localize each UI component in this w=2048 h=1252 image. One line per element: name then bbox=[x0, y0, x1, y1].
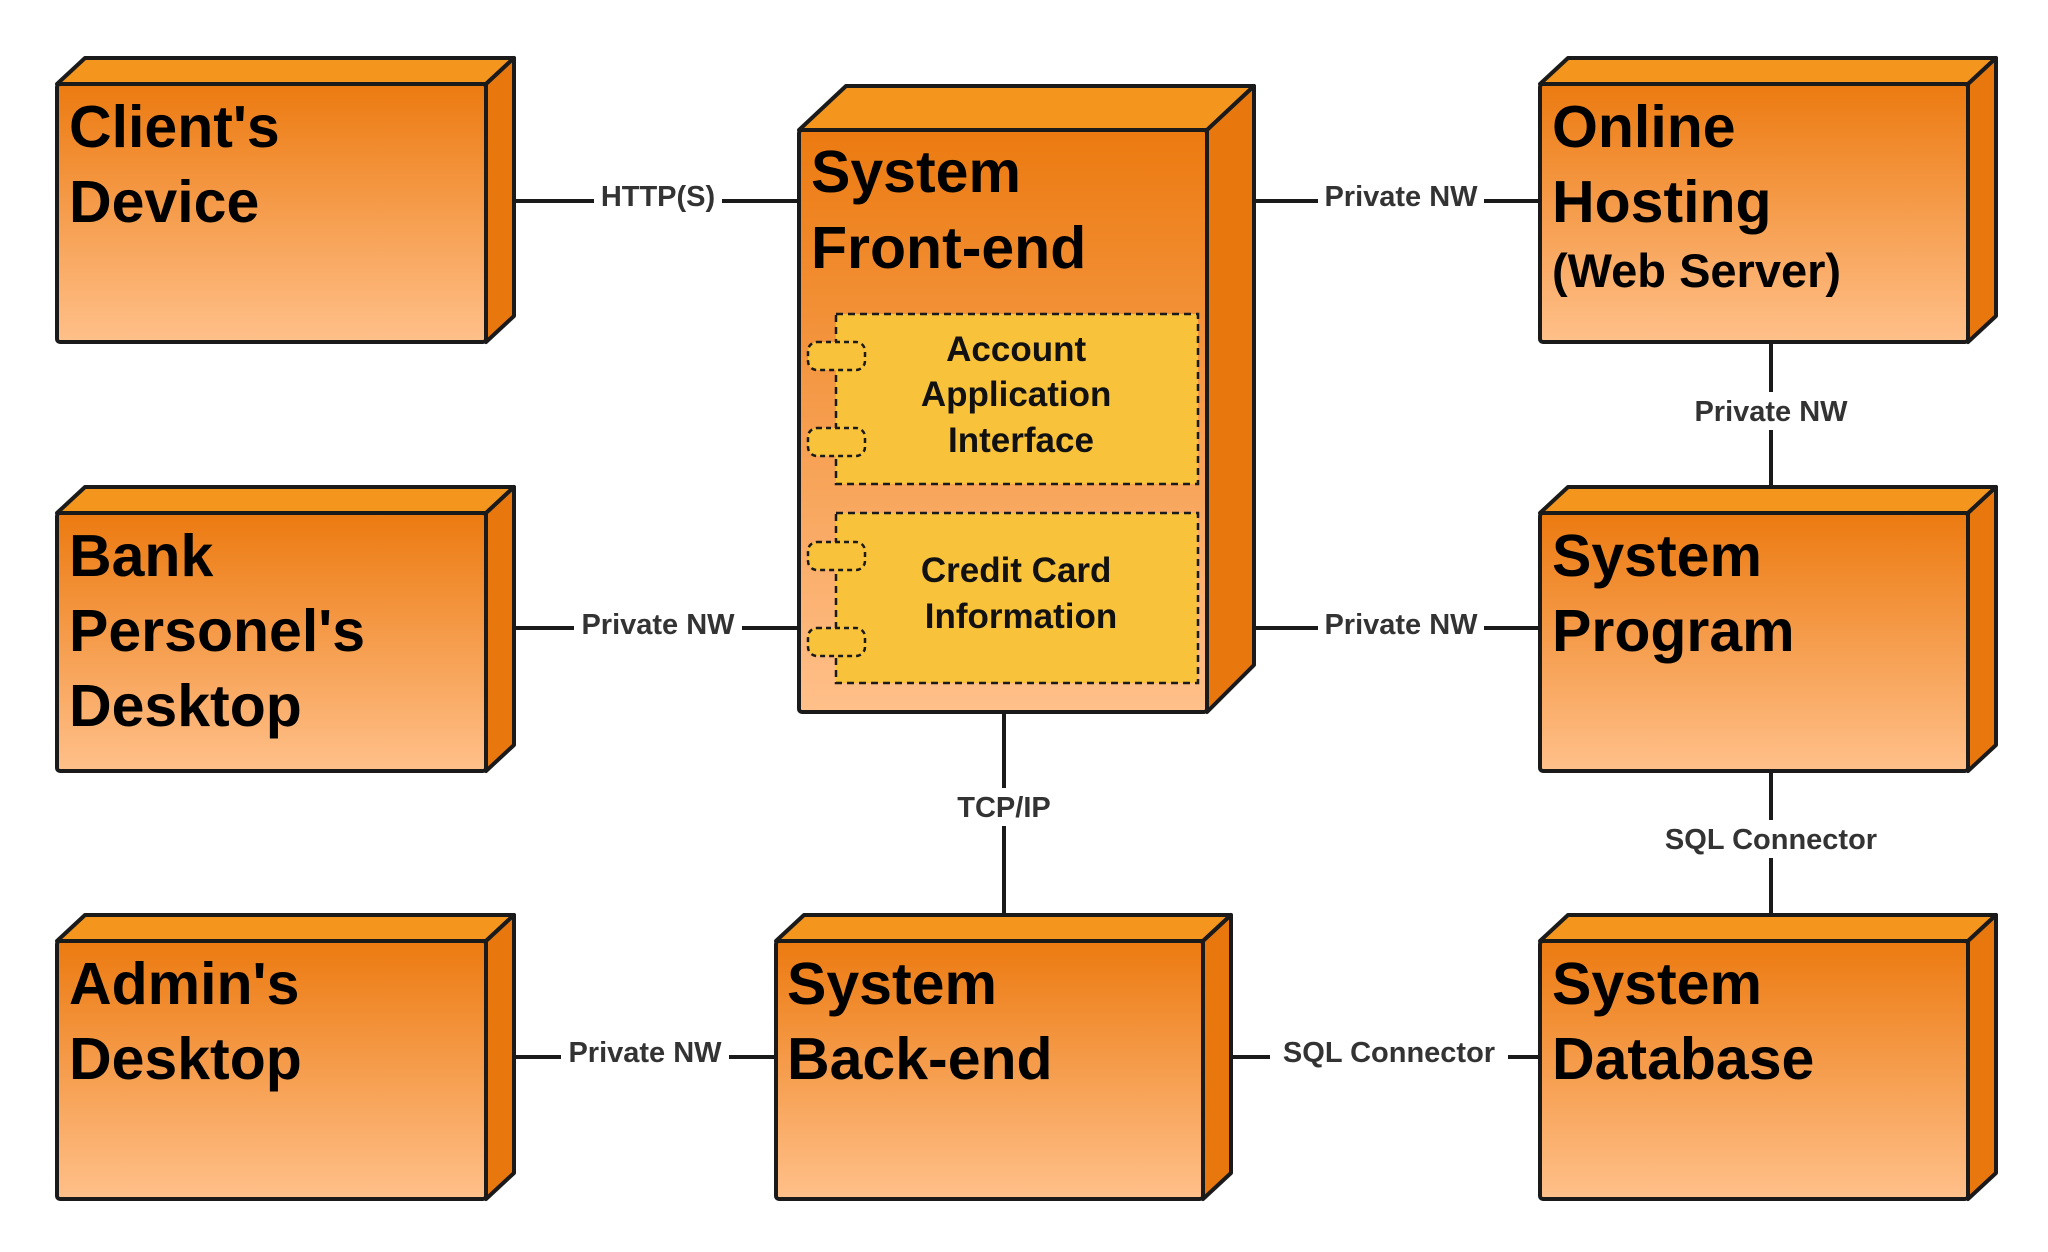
component-port-icon bbox=[806, 626, 867, 658]
connection-hosting-program: Private NW bbox=[1683, 342, 1859, 487]
node-system-database[interactable]: System Database bbox=[1538, 913, 1998, 1201]
component-port-icon bbox=[806, 340, 867, 372]
connection-bank-frontend: Private NW bbox=[516, 608, 801, 642]
node-title-online-hosting: Online Hosting bbox=[1552, 94, 1772, 235]
node-title-client-device: Client's Device bbox=[69, 94, 296, 235]
node-system-frontend[interactable]: System Front-end Account Application Int… bbox=[797, 84, 1256, 714]
connection-label-client-frontend: HTTP(S) bbox=[601, 181, 715, 213]
connections: HTTP(S) Private NW Private NW Private NW… bbox=[516, 181, 1891, 1071]
component-port-icon bbox=[806, 540, 867, 572]
node-admin-desktop[interactable]: Admin's Desktop bbox=[55, 913, 516, 1201]
connection-frontend-program: Private NW bbox=[1256, 608, 1545, 642]
node-system-program[interactable]: System Program bbox=[1538, 485, 1998, 773]
node-title-system-backend: System Back-end bbox=[787, 951, 1053, 1092]
connection-label-frontend-backend: TCP/IP bbox=[957, 792, 1050, 824]
node-title-admin-desktop: Admin's Desktop bbox=[69, 951, 316, 1092]
connection-label-frontend-program: Private NW bbox=[1324, 609, 1478, 641]
node-title-bank-desktop: Bank Personel's Desktop bbox=[69, 523, 381, 739]
connection-label-admin-backend: Private NW bbox=[568, 1037, 722, 1069]
connection-frontend-hosting: Private NW bbox=[1256, 181, 1545, 216]
connection-label-program-database: SQL Connector bbox=[1665, 824, 1877, 856]
connection-program-database: SQL Connector bbox=[1651, 771, 1891, 915]
connection-backend-database: SQL Connector bbox=[1233, 1037, 1545, 1071]
connection-label-backend-database: SQL Connector bbox=[1283, 1037, 1495, 1069]
component-label-credit-card-information: Credit Card Information bbox=[921, 551, 1121, 636]
connection-admin-backend: Private NW bbox=[516, 1037, 779, 1071]
node-title-system-database: System Database bbox=[1552, 951, 1814, 1092]
component-credit-card-information[interactable]: Credit Card Information bbox=[806, 511, 1200, 685]
connection-frontend-backend: TCP/IP bbox=[946, 712, 1062, 917]
node-client-device[interactable]: Client's Device bbox=[55, 56, 516, 344]
node-bank-desktop[interactable]: Bank Personel's Desktop bbox=[55, 485, 516, 773]
component-port-icon bbox=[806, 426, 867, 458]
connection-client-frontend: HTTP(S) bbox=[516, 181, 801, 216]
node-system-backend[interactable]: System Back-end bbox=[774, 913, 1233, 1201]
connection-label-hosting-program: Private NW bbox=[1694, 396, 1848, 428]
connection-label-frontend-hosting: Private NW bbox=[1324, 181, 1478, 213]
node-title-system-program: System Program bbox=[1552, 523, 1795, 664]
node-title-system-frontend: System Front-end bbox=[811, 139, 1086, 281]
node-online-hosting[interactable]: Online Hosting (Web Server) bbox=[1538, 56, 1998, 344]
component-account-application-interface[interactable]: Account Application Interface bbox=[806, 312, 1200, 486]
connection-label-bank-frontend: Private NW bbox=[581, 609, 735, 641]
node-subtitle-online-hosting: (Web Server) bbox=[1552, 244, 1841, 297]
component-label-account-application-interface: Account Application Interface bbox=[921, 330, 1121, 460]
